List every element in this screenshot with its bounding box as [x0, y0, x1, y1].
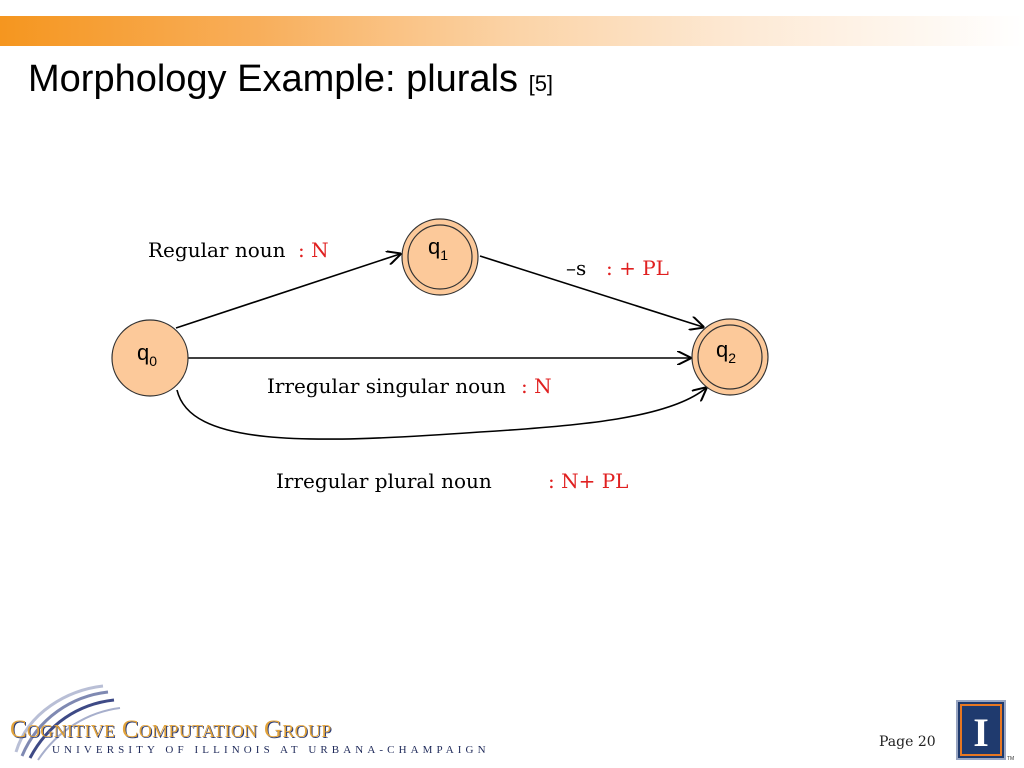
edge-q0-q1-output-label: : N	[298, 238, 329, 262]
header-accent-bar	[0, 16, 1024, 46]
state-q0-label: q	[137, 340, 149, 365]
state-q1-subscript: 1	[440, 247, 448, 263]
svg-text:q0: q0	[137, 340, 157, 369]
edge-q1-q2	[479, 255, 703, 327]
state-q1: q1	[401, 218, 479, 296]
slide-title: Morphology Example: plurals [5]	[28, 58, 553, 101]
edge-q0-q2-plural-output-label: : N+ PL	[548, 469, 628, 493]
state-q2: q2	[691, 318, 769, 396]
state-q2-subscript: 2	[728, 350, 736, 366]
edge-q0-q2-plural-input-label: Irregular plural noun	[276, 469, 492, 493]
edge-q0-q1	[175, 254, 400, 329]
state-q0-subscript: 0	[149, 353, 157, 369]
slide-title-reference: [5]	[528, 71, 554, 96]
slide-title-text: Morphology Example: plurals	[28, 58, 519, 100]
university-block-i-icon: I TM	[956, 700, 1014, 762]
logo-title: Cognitive Computation Group	[10, 716, 332, 743]
logo-subtitle: UNIVERSITY OF ILLINOIS AT URBANA-CHAMPAI…	[52, 744, 490, 756]
svg-text:q1: q1	[428, 234, 448, 263]
state-q1-label: q	[428, 234, 440, 259]
cognitive-computation-group-logo: Cognitive Computation Group UNIVERSITY O…	[8, 682, 498, 762]
edge-q1-q2-input-label: –s	[566, 256, 586, 280]
edge-q0-q2-plural	[176, 388, 706, 440]
svg-text:q2: q2	[716, 337, 736, 366]
state-q0: q0	[111, 319, 189, 397]
page-number: Page 20	[879, 734, 936, 750]
edge-q0-q2-singular-output-label: : N	[521, 374, 552, 398]
state-q2-label: q	[716, 337, 728, 362]
edge-q1-q2-output-label: : + PL	[606, 256, 669, 280]
logo-swoosh-icon	[14, 684, 121, 761]
university-mark-letter: I	[973, 710, 989, 755]
edge-q0-q1-input-label: Regular noun	[148, 238, 286, 262]
svg-text:TM: TM	[1007, 756, 1014, 762]
edge-q0-q2-singular-input-label: Irregular singular noun	[267, 374, 506, 398]
